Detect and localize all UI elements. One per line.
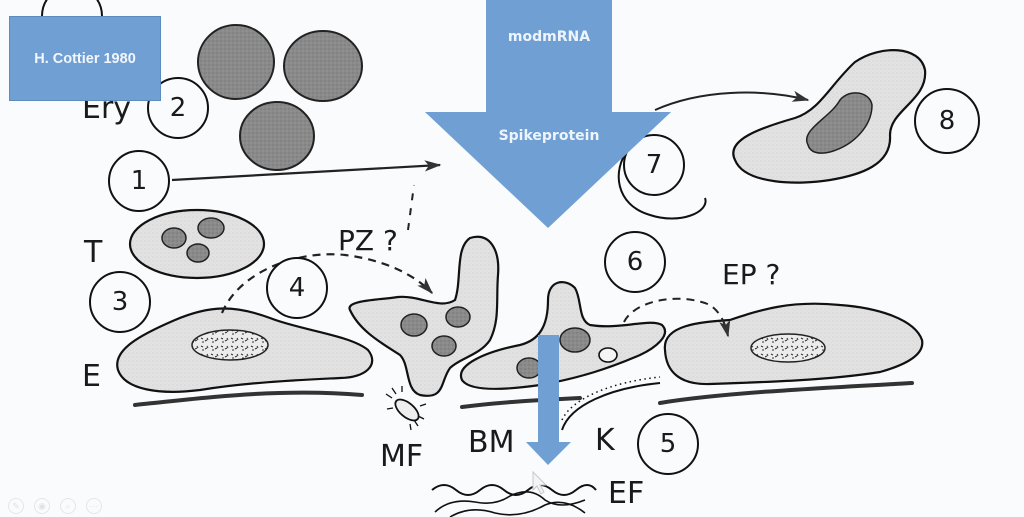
arrow-pz — [220, 253, 433, 314]
arrow-8 — [654, 90, 810, 111]
migrating-cell — [459, 281, 666, 431]
arrow-text-spikeprotein: Spikeprotein — [499, 128, 600, 144]
number-3: 3 — [112, 287, 129, 317]
number-circles: 1 2 3 4 5 6 7 8 — [89, 77, 980, 475]
number-2: 2 — [170, 93, 187, 123]
endothelial-cell — [116, 307, 374, 407]
pz-cell — [348, 235, 500, 397]
modmrna-spikeprotein-arrow: modmRNA Spikeprotein — [425, 0, 671, 228]
pen-icon[interactable]: ✎ — [8, 498, 24, 514]
label-t: T — [83, 235, 103, 270]
arrow-ep — [623, 297, 731, 338]
number-6: 6 — [627, 247, 644, 277]
erythrocytes — [197, 24, 363, 171]
label-mf: MF — [380, 439, 423, 474]
label-bm: BM — [468, 425, 514, 460]
number-8: 8 — [939, 106, 956, 136]
more-icon[interactable]: ⋯ — [86, 498, 102, 514]
number-7: 7 — [646, 150, 663, 180]
elastic-fibers — [431, 484, 597, 517]
presentation-controls: ✎ ◉ ⌕ ⋯ — [8, 498, 102, 514]
source-citation-text: H. Cottier 1980 — [34, 50, 136, 67]
small-down-arrow — [526, 335, 571, 465]
number-5: 5 — [660, 429, 677, 459]
dashed-up-arrow — [407, 184, 415, 231]
label-k: K — [595, 423, 616, 458]
source-citation-box: H. Cottier 1980 — [9, 16, 161, 101]
label-ef: EF — [608, 476, 644, 511]
number-4: 4 — [289, 273, 306, 303]
swirl-7 — [617, 149, 707, 220]
number-1: 1 — [131, 166, 148, 196]
label-ep: EP ? — [722, 258, 780, 291]
hidden-circle — [41, 0, 103, 17]
label-e: E — [82, 359, 101, 394]
arrow-1 — [171, 160, 442, 182]
endothelial-cell-right — [658, 302, 924, 405]
thrombocyte-cell — [128, 208, 266, 280]
microfilaria — [385, 386, 427, 431]
cell-8 — [732, 49, 927, 184]
mouse-cursor — [532, 470, 548, 495]
label-pz: PZ ? — [338, 224, 398, 257]
arrow-text-modmrna: modmRNA — [508, 29, 590, 45]
zoom-icon[interactable]: ⌕ — [60, 498, 76, 514]
pointer-icon[interactable]: ◉ — [34, 498, 50, 514]
